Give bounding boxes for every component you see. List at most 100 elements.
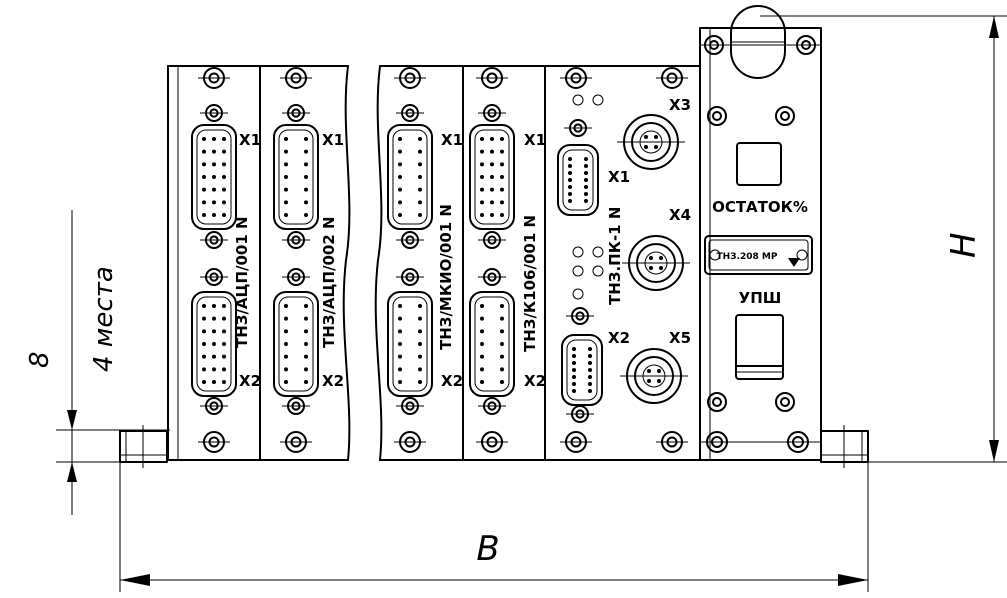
pk-screw-top-right <box>661 67 683 89</box>
module-4-connector-x1-pin <box>500 200 504 205</box>
foot-dimension-note: 4 места <box>89 266 119 372</box>
pk-connector-x1-inner <box>562 149 594 211</box>
module-1-screw-bottom-head <box>208 436 220 448</box>
module-1-screw-b-head <box>209 235 219 245</box>
pk-led <box>572 94 584 106</box>
module-2-connector-x1-pin <box>304 187 308 192</box>
pk-connector-x5-pin <box>657 379 661 383</box>
module-3-screw-bottom <box>399 431 421 453</box>
pk-x1: X1 <box>608 168 630 186</box>
module-1-connector-x2-pin <box>212 342 216 346</box>
module-1-connector-x1-pin <box>202 137 206 141</box>
module-3-connector-x1-pin <box>398 213 402 217</box>
module-4-connector-x1-pin <box>490 175 494 179</box>
module-4-connector-x2-pin <box>500 354 504 359</box>
module-2-x2: X2 <box>322 372 344 390</box>
pk-connector-x2-pin <box>572 361 576 365</box>
module-2-screw-d-head <box>291 401 301 411</box>
module-2-connector-x2-pin <box>284 380 288 384</box>
module-4-screw-bottom <box>481 431 503 453</box>
pk-connector-x5-pin <box>647 369 651 373</box>
pk-led <box>572 265 584 277</box>
module-1-connector-x1-pin <box>212 200 216 205</box>
pk-connector-x1-pin <box>584 199 588 203</box>
module-2-connector-x1-pin <box>304 175 308 179</box>
module-4-screw-top-head <box>486 72 498 84</box>
module-1-connector-x2-shell <box>191 291 237 397</box>
module-4-connector-x2-pin <box>500 329 504 334</box>
module-2-connector-x2-pin <box>304 380 308 384</box>
module-1-connector-x2-pin <box>202 329 206 334</box>
pk-screw-bottom-right-head <box>666 436 678 448</box>
module-4-connector-x1-shell <box>469 124 515 230</box>
module-4-screw-c-head <box>487 272 497 282</box>
module-2-connector-x1-pin <box>284 137 288 141</box>
module-4-connector-x1-pin <box>500 175 504 179</box>
module-3-connector-x1-pin <box>398 200 402 205</box>
module-2-screw-d <box>287 397 305 415</box>
module-3-connector-x2-pin <box>398 354 402 359</box>
pk-connector-x5-pin <box>657 369 661 373</box>
module-3-screw-d <box>401 397 419 415</box>
module-4-connector-x1-pin <box>480 137 484 141</box>
module-2-connector-x1-pin <box>284 213 288 217</box>
pk-led <box>592 94 604 106</box>
module-1-connector-x1-pin <box>222 200 226 205</box>
module-4-screw-b <box>483 231 501 249</box>
module-3-connector-x2-pin <box>398 367 402 372</box>
pk-connector-x2-pin <box>588 382 592 386</box>
module-4-screw-top <box>481 67 503 89</box>
module-4-connector-x1-pin <box>490 137 494 141</box>
module-4-connector-x2-pin <box>500 342 504 346</box>
module-1-connector-x1-pin <box>202 175 206 179</box>
module-3-connector-x1-pin <box>398 149 402 154</box>
module-1-connector-x1-pin <box>202 187 206 192</box>
module-3-screw-b-head <box>405 235 415 245</box>
pk-x2: X2 <box>608 329 630 347</box>
module-2-connector-x2-pin <box>304 329 308 334</box>
module-label-4: ТНЗ/К106/001 N <box>521 215 539 352</box>
module-2-connector-x2-pin <box>284 304 288 308</box>
module-3-connector-x2-pin <box>398 329 402 334</box>
width-dimension-label: B <box>476 529 499 569</box>
module-1-connector-x1-pin <box>212 187 216 192</box>
pk-connector-x2-pin <box>588 375 592 379</box>
module-2-connector-x2-pin <box>304 367 308 372</box>
module-1-connector-x2-pin <box>212 329 216 334</box>
module-1-connector-x2-pin <box>222 329 226 334</box>
module-1-screw-top-head <box>208 72 220 84</box>
module-1-screw-bottom <box>203 431 225 453</box>
module-3-screw-top <box>399 67 421 89</box>
pk-connector-x3-pin <box>644 135 648 139</box>
module-1-connector-x1-pin <box>202 200 206 205</box>
pk-screw-top-head <box>570 72 582 84</box>
module-3-connector-x1-pin <box>418 187 422 192</box>
module-3-screw-d-head <box>405 401 415 411</box>
module-1-connector-x1-pin <box>222 149 226 154</box>
module-1-connector-x1-pin <box>222 187 226 192</box>
module-1-connector-x1-pin <box>212 149 216 154</box>
module-1-connector-x1-pin <box>202 149 206 154</box>
module-4-x2: X2 <box>524 372 546 390</box>
module-2-screw-b <box>287 231 305 249</box>
module-3-connector-x2-pin <box>398 342 402 346</box>
module-2-connector-x1-inner <box>278 129 314 225</box>
pk-connector-x4-pin <box>649 256 653 260</box>
module-4-connector-x2-inner <box>474 296 510 392</box>
module-1-connector-x2-pin <box>202 354 206 359</box>
module-3-connector-x2-pin <box>418 367 422 372</box>
pk-led <box>592 246 604 258</box>
pk-module-label: ТНЗ.ПК-1 N <box>606 207 624 305</box>
module-1-connector-x2-pin <box>202 316 206 321</box>
module-1-connector-x2-pin <box>222 304 226 308</box>
module-1-connector-x1-pin <box>202 213 206 217</box>
module-4-x1: X1 <box>524 131 546 149</box>
module-1-connector-x2-pin <box>212 316 216 321</box>
module-4-screw-a-head <box>487 108 497 118</box>
pk-screw-top-right-head <box>666 72 678 84</box>
module-1-connector-x1-pin <box>212 137 216 141</box>
module-3-connector-x1-pin <box>418 213 422 217</box>
module-3-connector-x1-pin <box>418 200 422 205</box>
module-4-screw-b-head <box>487 235 497 245</box>
